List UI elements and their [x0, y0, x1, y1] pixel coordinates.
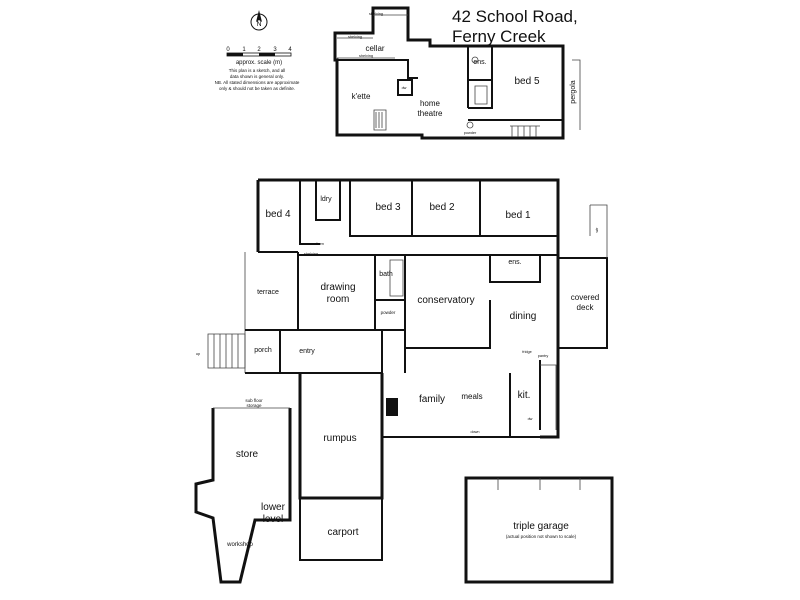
- room-home-theatre-2: theatre: [418, 109, 443, 118]
- compass-label: N: [256, 21, 261, 28]
- room-cellar: cellar: [365, 44, 384, 53]
- compass-icon: N: [250, 10, 268, 31]
- main-fridge: fridge: [522, 350, 532, 354]
- upper-level-plan: shelving shelving shelving cellar k'ette…: [333, 6, 581, 140]
- disclaimer-4: only & should not be taken as definite.: [219, 86, 295, 91]
- upper-shelving-1: shelving: [369, 12, 383, 16]
- garage-note: (actual position not shown to scale): [506, 534, 577, 539]
- main-linen: linen: [316, 242, 324, 246]
- main-pantry: pantry: [538, 354, 549, 358]
- room-covered-deck-1: covered: [571, 293, 599, 302]
- room-powder-upper: powder: [464, 131, 477, 135]
- title-line-2: Ferny Creek: [452, 27, 546, 46]
- room-family: family: [419, 394, 445, 405]
- room-terrace: terrace: [257, 289, 279, 296]
- room-bed3: bed 3: [375, 202, 400, 213]
- room-bed1: bed 1: [505, 210, 530, 221]
- disclaimer-1: This plan is a sketch, and all: [229, 68, 286, 73]
- room-dining: dining: [510, 311, 537, 322]
- plan-title: 42 School Road, Ferny Creek: [452, 7, 578, 47]
- room-covered-deck-2: deck: [577, 303, 595, 312]
- room-drawing-1: drawing: [320, 282, 355, 293]
- main-wir: wir: [595, 227, 599, 233]
- main-up: up: [196, 352, 200, 356]
- room-pergola: pergola: [570, 80, 577, 103]
- room-workshop: workshop: [226, 542, 253, 548]
- room-kitchenette: k'ette: [352, 92, 371, 101]
- main-down: down: [470, 430, 479, 434]
- room-bath: bath: [379, 271, 393, 278]
- scale-tick-2: 2: [257, 47, 261, 53]
- room-store: store: [236, 449, 259, 460]
- room-kitchen: kit.: [518, 390, 531, 401]
- room-home-theatre-1: home: [420, 99, 441, 108]
- room-lower-level-2: level: [263, 514, 284, 525]
- scale-tick-1: 1: [242, 47, 246, 53]
- disclaimer-3: NB. All stated dimensions are approximat…: [215, 80, 300, 85]
- room-laundry: ldry: [320, 196, 332, 203]
- room-meals: meals: [461, 392, 482, 401]
- main-shelving: shelving: [304, 252, 318, 256]
- room-entry: entry: [299, 348, 315, 355]
- scale-label: approx. scale (m): [236, 60, 282, 66]
- room-bed5: bed 5: [514, 76, 539, 87]
- room-drawing-2: room: [327, 294, 350, 305]
- main-level-plan: bed 4 ldry bed 3 bed 2 bed 1 linen shelv…: [194, 178, 614, 584]
- room-bed2: bed 2: [429, 202, 454, 213]
- room-carport: carport: [327, 527, 358, 538]
- upper-dw: dw: [402, 86, 407, 90]
- room-rumpus: rumpus: [323, 433, 356, 444]
- upper-shelving-3: shelving: [359, 54, 373, 58]
- disclaimer-2: data shown is general only.: [230, 74, 284, 79]
- room-ens-upper: ens.: [473, 59, 486, 66]
- room-porch: porch: [254, 347, 272, 354]
- room-lower-level-1: lower: [261, 502, 286, 513]
- title-line-1: 42 School Road,: [452, 7, 578, 26]
- scale-bar: 0 1 2 3 4 approx. scale (m) This plan is…: [215, 47, 300, 91]
- upper-shelving-2: shelving: [348, 35, 362, 39]
- main-dw: dw: [528, 417, 533, 421]
- room-triple-garage: triple garage: [513, 521, 569, 532]
- scale-tick-3: 3: [273, 47, 277, 53]
- room-conservatory: conservatory: [417, 295, 474, 306]
- room-bed4: bed 4: [265, 209, 290, 220]
- room-powder-main: powder: [381, 310, 396, 315]
- subfloor-2: storage: [246, 403, 262, 408]
- scale-tick-4: 4: [288, 47, 292, 53]
- scale-tick-0: 0: [226, 47, 230, 53]
- room-ens-main: ens.: [508, 259, 521, 266]
- subfloor-1: sub floor: [245, 398, 263, 403]
